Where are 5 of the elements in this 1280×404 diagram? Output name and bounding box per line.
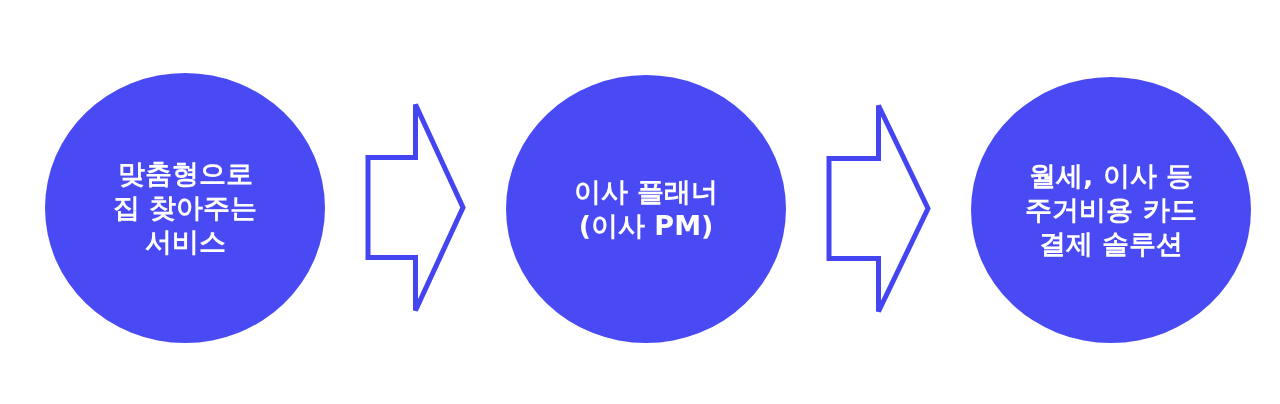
- block-arrow: [365, 102, 466, 313]
- block-arrow: [826, 103, 931, 314]
- node-label: 월세, 이사 등 주거비용 카드 결제 솔루션: [1024, 159, 1198, 261]
- node-label: 맞춤형으로 집 찾아주는 서비스: [111, 157, 259, 259]
- node-label: 이사 플래너 (이사 PM): [572, 175, 720, 243]
